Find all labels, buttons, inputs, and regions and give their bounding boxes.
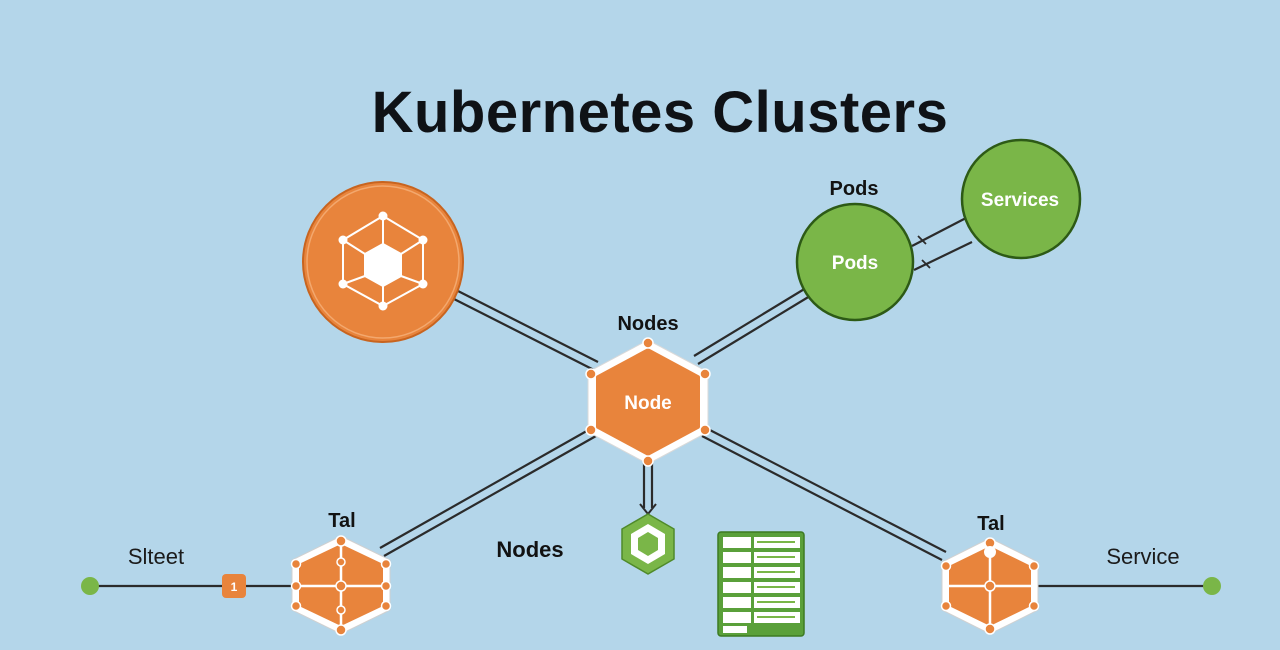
left-badge-label: 1: [231, 580, 238, 594]
right-endpoint-dot[interactable]: [1203, 577, 1221, 595]
center-node-hexagon[interactable]: Node: [585, 337, 711, 467]
left-endpoint-label: Slteet: [128, 544, 184, 569]
pods-top-label: Pods: [830, 178, 879, 200]
services-circle-label: Services: [981, 190, 1059, 211]
cluster-circle[interactable]: [302, 181, 464, 343]
nodes-bottom-label: Nodes: [496, 537, 563, 562]
connector-ticks: [917, 235, 931, 269]
node-center-label: Node: [624, 393, 672, 414]
right-hex-tag-label: Tal: [977, 513, 1004, 535]
left-badge[interactable]: 1: [222, 574, 246, 598]
pods-circle[interactable]: Pods: [795, 202, 915, 322]
down-arrow-icon: [639, 503, 657, 516]
nodes-top-label: Nodes: [617, 313, 678, 335]
page-title: Kubernetes Clusters: [372, 80, 949, 145]
right-endpoint-label: Service: [1106, 544, 1179, 569]
green-cube-icon[interactable]: [621, 513, 675, 575]
connector-lines: [90, 217, 1212, 588]
left-pod-hexagon[interactable]: [290, 535, 392, 636]
left-hex-tag-label: Tal: [328, 510, 355, 532]
cube-network-icon: [338, 211, 428, 311]
right-pod-hexagon[interactable]: [940, 537, 1040, 635]
list-panel-icon[interactable]: [717, 531, 805, 637]
left-endpoint-dot[interactable]: [81, 577, 99, 595]
services-circle[interactable]: Services: [960, 138, 1082, 260]
pods-circle-label: Pods: [832, 253, 878, 274]
